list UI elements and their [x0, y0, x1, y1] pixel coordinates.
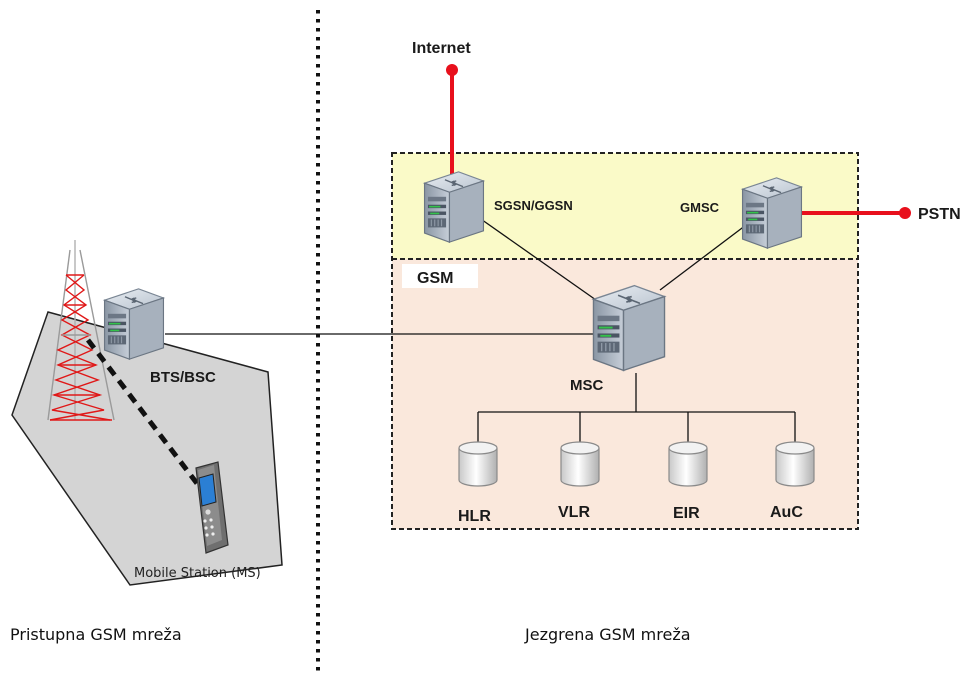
database-bus: [477, 373, 796, 445]
gmsc-label: GMSC: [680, 200, 720, 215]
eir-database-icon: [668, 441, 708, 487]
hlr-database-icon: [458, 441, 498, 487]
auc-database-icon: [775, 441, 815, 487]
radio-link: [86, 338, 204, 492]
core-zone-border: [391, 152, 859, 530]
vlr-database-icon: [560, 441, 600, 487]
auc-label: AuC: [770, 504, 803, 521]
gmsc-router-icon: [741, 177, 803, 249]
link-sgsn-msc: [467, 209, 597, 301]
gsm-label: GSM: [417, 270, 453, 287]
core-network-title: Jezgrena GSM mreža: [524, 625, 691, 644]
bts-bsc-router-icon: [103, 288, 165, 360]
pstn-label: PSTN: [918, 206, 961, 223]
internet-endpoint: [446, 64, 458, 76]
link-gmsc-msc: [659, 221, 751, 291]
mobile-phone-icon: [195, 461, 229, 554]
access-network-title: Pristupna GSM mreža: [10, 625, 182, 644]
msc-label: MSC: [570, 377, 604, 394]
vlr-label: VLR: [558, 504, 590, 521]
msc-router-icon: [592, 284, 666, 372]
eir-label: EIR: [673, 505, 700, 522]
hlr-label: HLR: [458, 508, 491, 525]
mobile-station-label: Mobile Station (MS): [134, 566, 261, 581]
sgsn-ggsn-router-icon: [423, 171, 485, 243]
antenna-tower-icon: [47, 240, 115, 421]
gsm-label-box: [402, 264, 478, 288]
bts-bsc-label: BTS/BSC: [150, 369, 216, 386]
sgsn-ggsn-label: SGSN/GGSN: [494, 198, 573, 213]
pstn-endpoint: [899, 207, 911, 219]
internet-label: Internet: [412, 40, 471, 57]
